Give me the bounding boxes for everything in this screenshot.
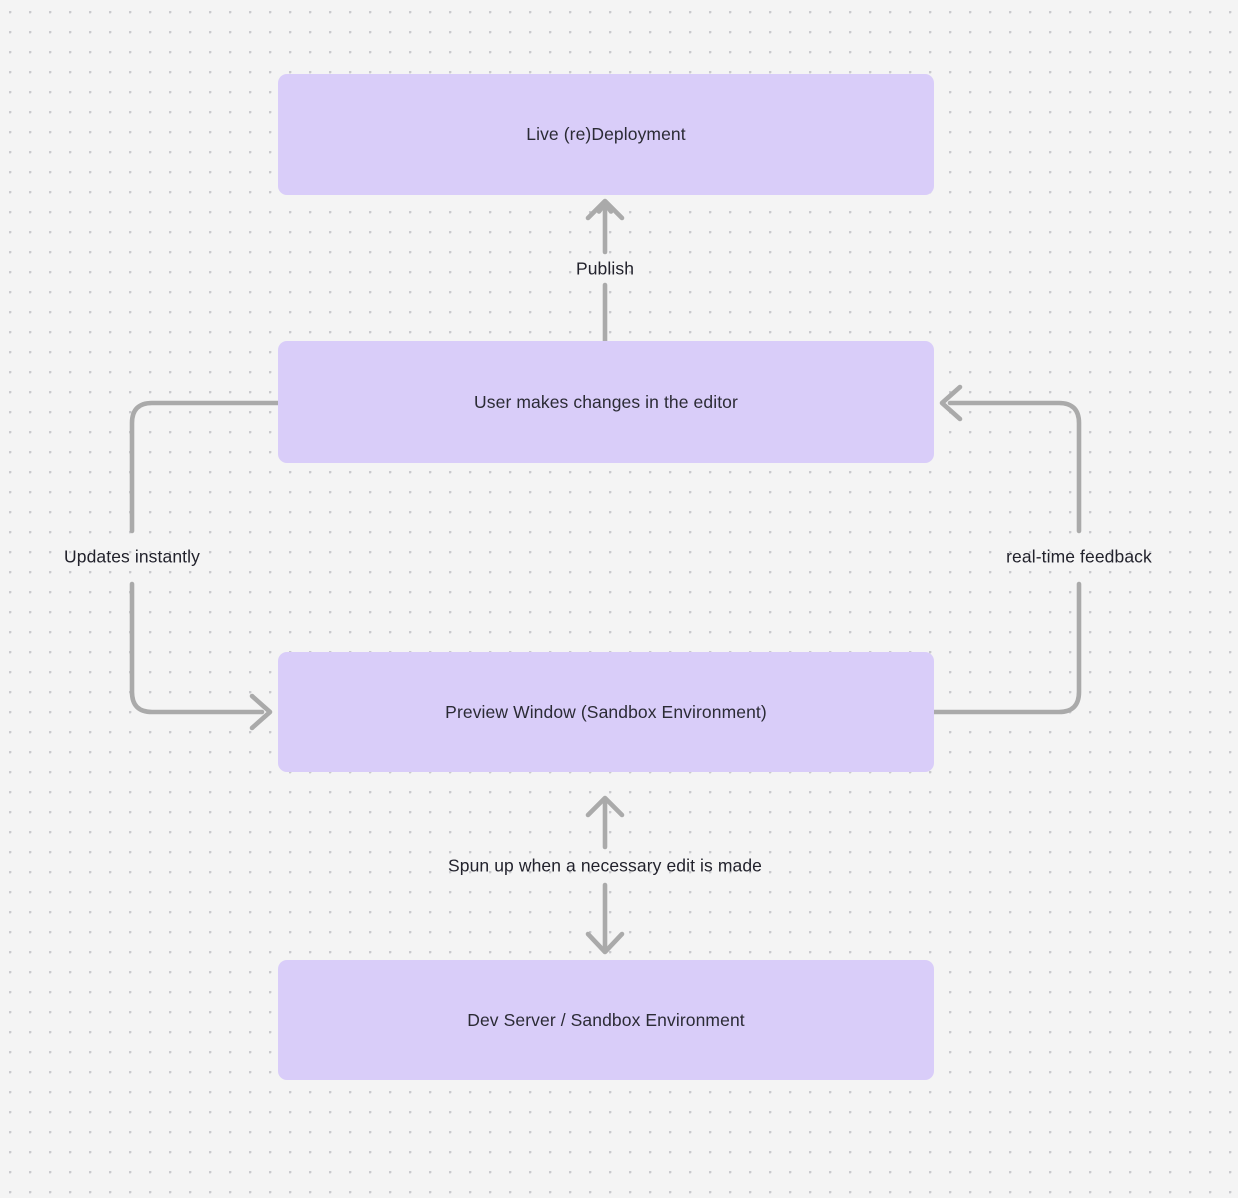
edge-label-publish: Publish xyxy=(575,258,635,279)
edge-label-real-time-feedback: real-time feedback xyxy=(1006,546,1152,567)
node-live-redeployment[interactable]: Live (re)Deployment xyxy=(278,74,934,195)
node-dev-server[interactable]: Dev Server / Sandbox Environment xyxy=(278,960,934,1080)
edge-label-spun-up: Spun up when a necessary edit is made xyxy=(447,855,763,876)
node-label: Live (re)Deployment xyxy=(526,124,686,145)
node-label: Preview Window (Sandbox Environment) xyxy=(445,701,767,722)
node-preview-window[interactable]: Preview Window (Sandbox Environment) xyxy=(278,652,934,772)
node-label: Dev Server / Sandbox Environment xyxy=(467,1009,745,1030)
edge-label-updates-instantly: Updates instantly xyxy=(64,546,200,567)
node-label: User makes changes in the editor xyxy=(474,391,738,412)
node-user-makes-changes[interactable]: User makes changes in the editor xyxy=(278,341,934,463)
